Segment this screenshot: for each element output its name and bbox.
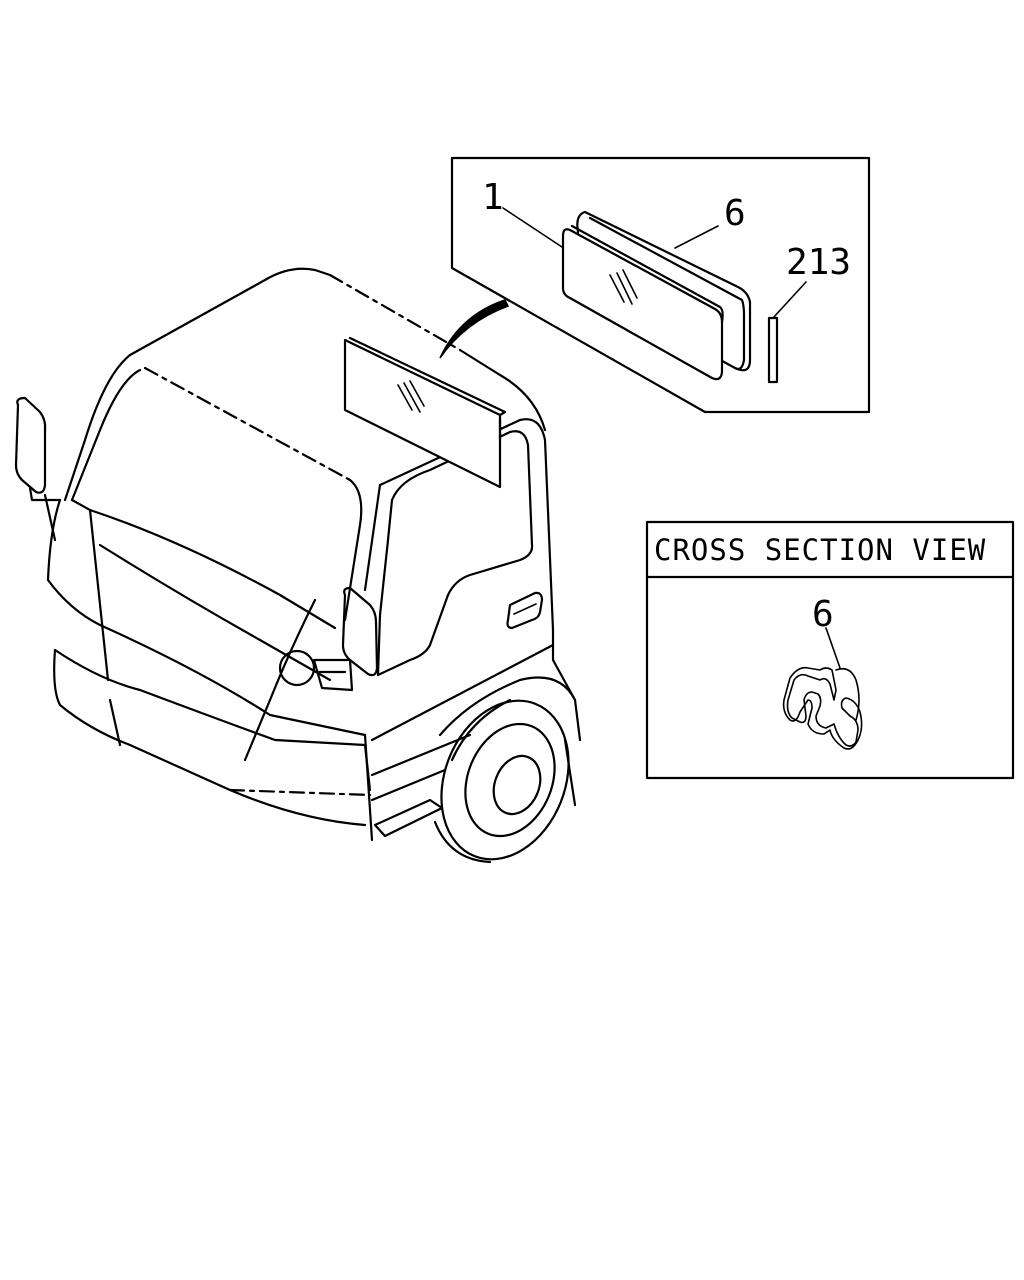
callout-weatherstrip: 6 — [724, 193, 746, 234]
detail-pointer-arrow — [439, 299, 510, 359]
callout-sealant: 213 — [786, 242, 851, 283]
truck-cab-illustration — [14, 267, 582, 864]
callout-section-weatherstrip: 6 — [812, 594, 834, 635]
detail-callout-box — [450, 156, 871, 414]
weatherstrip-profile — [782, 666, 863, 750]
cross-section-panel — [645, 520, 1015, 780]
cross-section-title: CROSS SECTION VIEW — [654, 533, 986, 567]
callout-glass: 1 — [482, 177, 504, 218]
